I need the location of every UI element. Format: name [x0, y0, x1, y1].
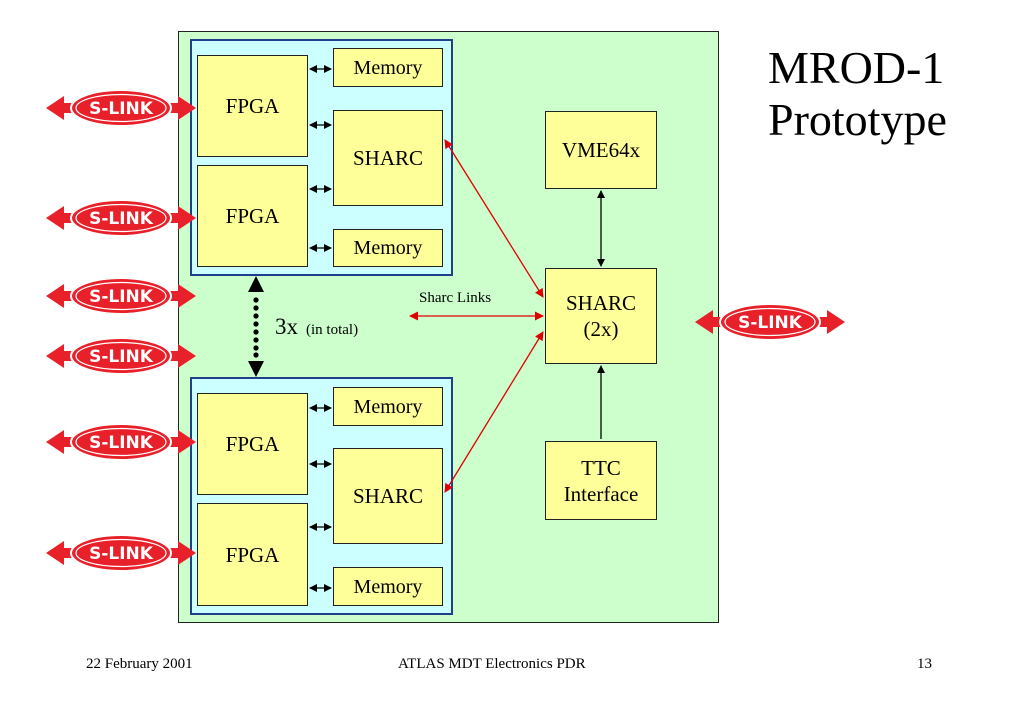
svg-text:S-LINK: S-LINK [89, 347, 154, 367]
fpga-block-2: FPGA [197, 165, 308, 267]
multiplier-label: 3x (in total) [275, 314, 359, 339]
sharc-block-top: SHARC [333, 110, 443, 206]
vme64x-block: VME64x [545, 111, 657, 189]
ttc-interface-block: TTC Interface [545, 441, 657, 520]
sharc-block-bottom: SHARC [333, 448, 443, 544]
slink-logo: S-LINK [45, 277, 197, 315]
footer-event: ATLAS MDT Electronics PDR [398, 656, 586, 672]
sharc-main-block: SHARC (2x) [545, 268, 657, 364]
svg-text:S-LINK: S-LINK [89, 99, 154, 119]
memory-block-1: Memory [333, 48, 443, 87]
fpga-block-3: FPGA [197, 393, 308, 495]
slink-logo: S-LINK [45, 89, 197, 127]
slink-logo: S-LINK [45, 534, 197, 572]
footer-page: 13 [917, 656, 932, 672]
memory-block-3: Memory [333, 387, 443, 426]
svg-text:S-LINK: S-LINK [89, 433, 154, 453]
footer-date: 22 February 2001 [86, 656, 193, 672]
fpga-block-1: FPGA [197, 55, 308, 157]
sharc-links-label: Sharc Links [419, 290, 492, 306]
slink-logo: S-LINK [45, 423, 197, 461]
svg-text:S-LINK: S-LINK [89, 544, 154, 564]
memory-block-4: Memory [333, 567, 443, 606]
fpga-block-4: FPGA [197, 503, 308, 606]
slink-logo: S-LINK [45, 337, 197, 375]
slide-title: MROD-1 Prototype [768, 42, 947, 145]
memory-block-2: Memory [333, 229, 443, 267]
svg-text:S-LINK: S-LINK [89, 209, 154, 229]
svg-text:S-LINK: S-LINK [738, 313, 803, 333]
slink-logo: S-LINK [45, 199, 197, 237]
svg-text:S-LINK: S-LINK [89, 287, 154, 307]
